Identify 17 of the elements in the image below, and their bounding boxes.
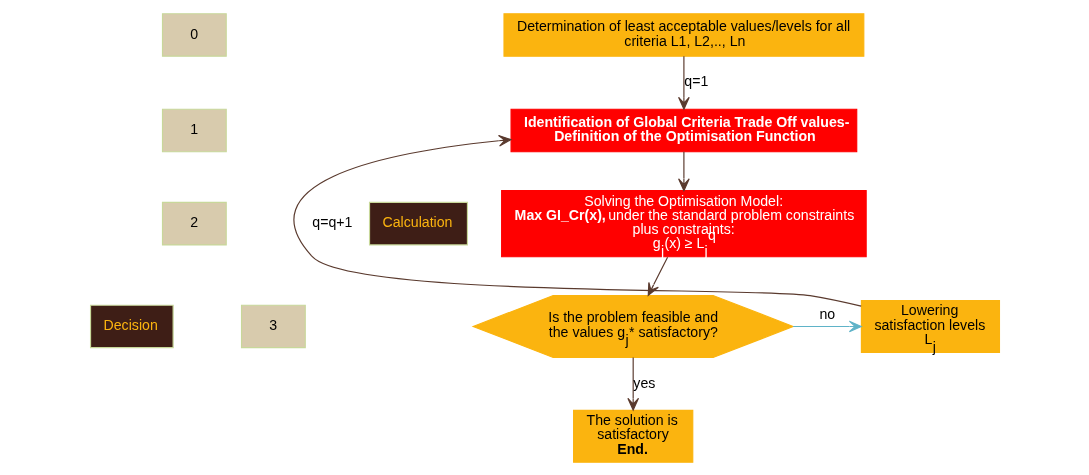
node-box: 1 xyxy=(161,108,227,152)
edge-label: q=1 xyxy=(683,72,708,89)
node-box: Calculation xyxy=(368,201,468,245)
node-box: 2 xyxy=(161,201,227,245)
node-box: Decision xyxy=(89,304,174,348)
node-box: 0 xyxy=(161,12,227,57)
node-box: Determination of least acceptable values/levels for all criteria L1, L2,.., Ln xyxy=(502,12,864,57)
node-box: 3 xyxy=(240,304,306,348)
arrow xyxy=(626,356,639,411)
edge-label: q=q+1 xyxy=(311,213,352,230)
arrow xyxy=(293,134,862,307)
arrow xyxy=(792,320,862,332)
node-box: The solution is satisfactory End. xyxy=(572,409,693,463)
edge-label: no xyxy=(818,305,835,322)
node-box: Identification of Global Criteria Trade Off values- Definition of the Optimisation Function xyxy=(510,108,857,152)
arrow xyxy=(677,55,690,110)
arrow xyxy=(677,150,690,191)
